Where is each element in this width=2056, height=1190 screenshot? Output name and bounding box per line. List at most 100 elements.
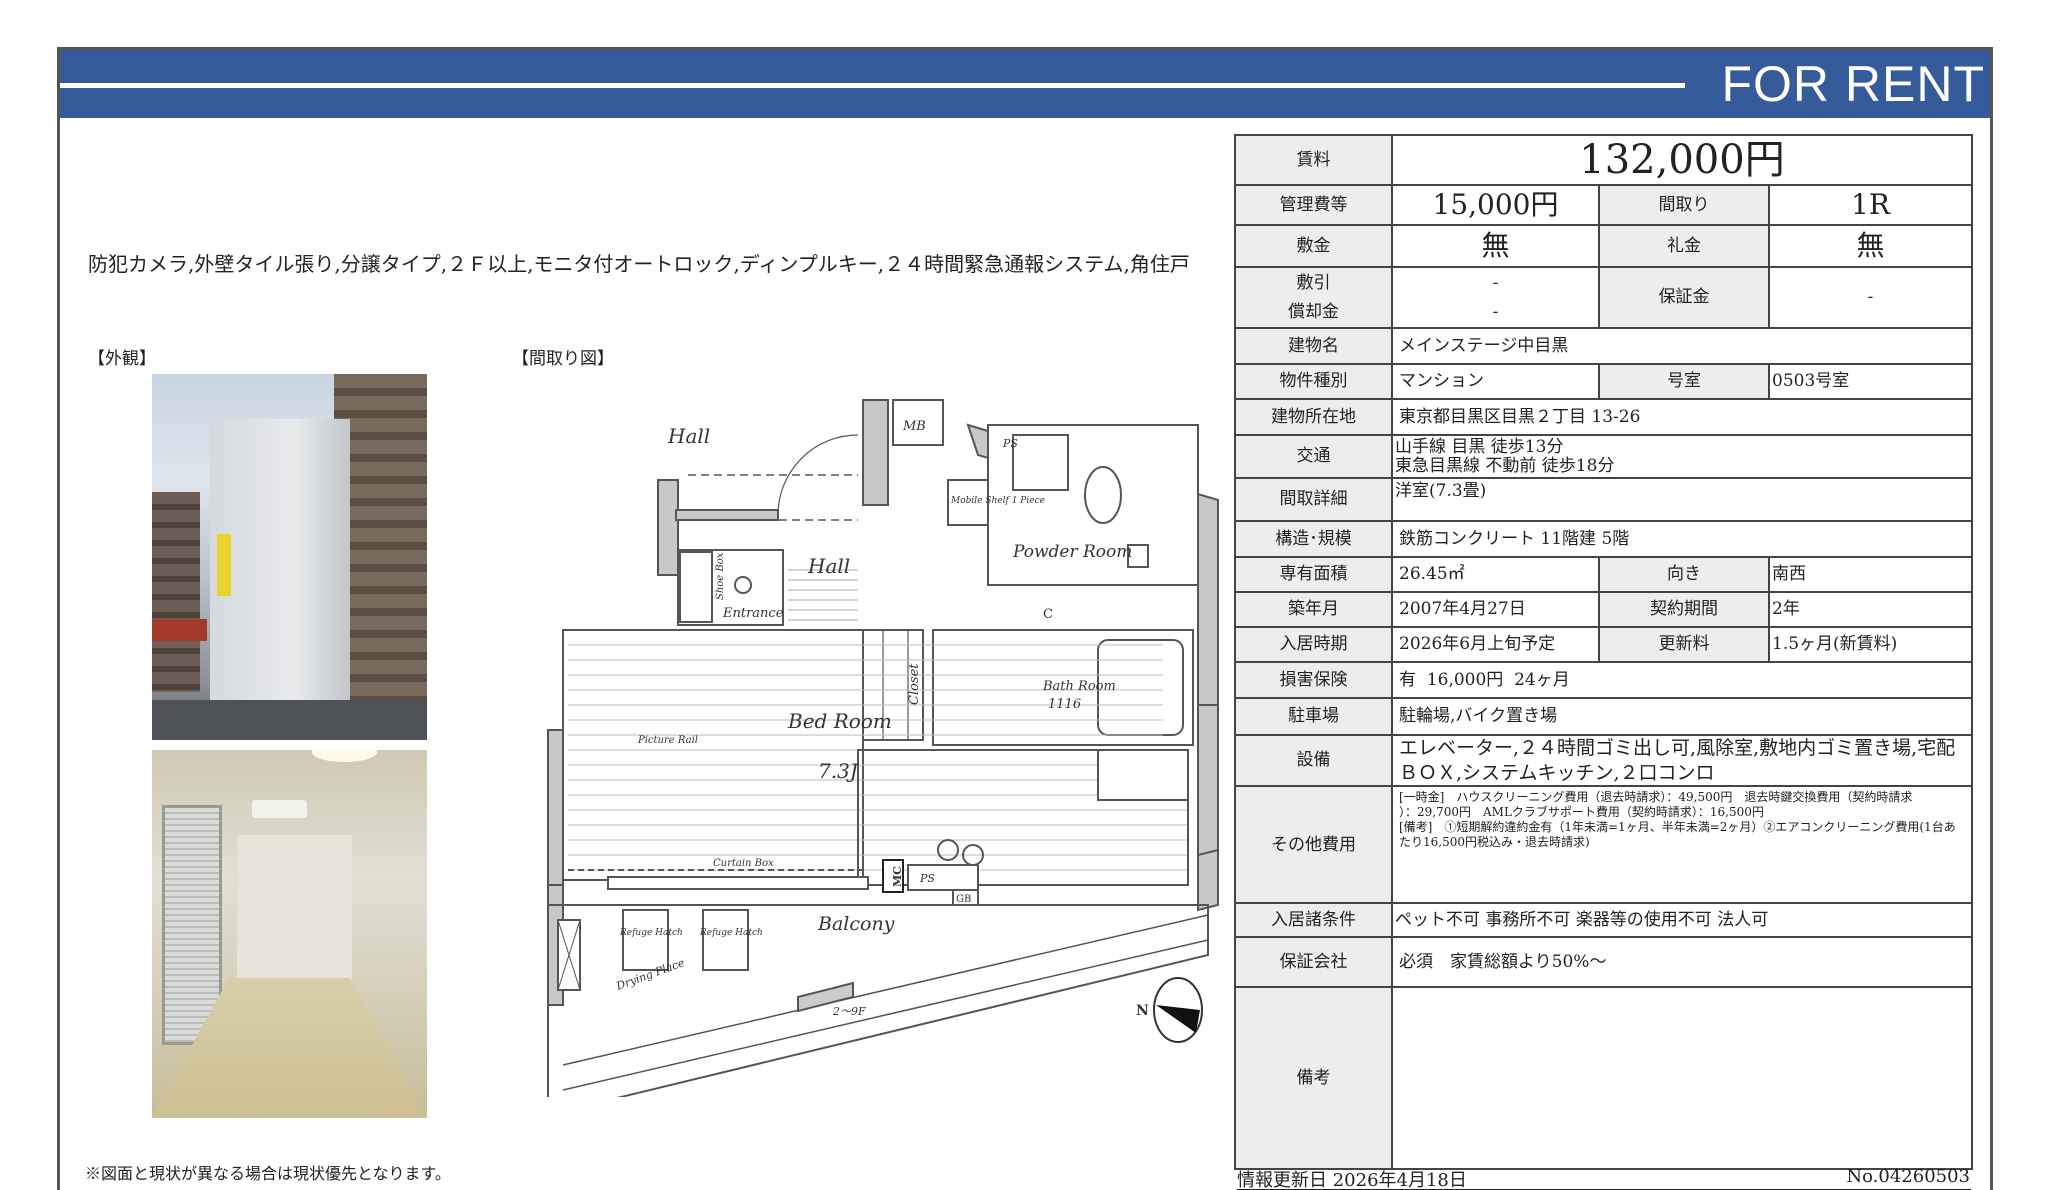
building-name-value: メインステージ中目黒	[1391, 327, 1973, 365]
row-property-type: 物件種別 マンション 号室 0503号室	[1234, 363, 1973, 400]
neighbor-building-left	[152, 492, 200, 692]
row-shikibiki: 敷引 償却金 - - 保証金 -	[1234, 266, 1973, 329]
built-value: 2007年4月27日	[1391, 591, 1600, 628]
for-rent-title: FOR RENT	[1721, 56, 1985, 112]
fp-floor-range: 2～9F	[832, 1005, 866, 1018]
fp-bath-size: 1116	[1048, 697, 1081, 712]
parking-label: 駐車場	[1234, 697, 1393, 736]
row-conditions: 入居諸条件 ペット不可 事務所不可 楽器等の使用不可 法人可	[1234, 902, 1973, 939]
room-no-label: 号室	[1598, 363, 1770, 400]
transport-line-1: 山手線 目黒 徒歩13分	[1395, 436, 1564, 457]
layout-label: 間取り	[1598, 184, 1770, 226]
row-layout-detail: 間取詳細 洋室(7.3畳)	[1234, 477, 1973, 522]
fp-bed-size: 7.3J	[818, 759, 859, 783]
fp-powder-room: Powder Room	[1012, 542, 1132, 562]
contract-period-value: 2年	[1768, 591, 1973, 628]
other-costs-line-4: たり16,500円税込み・退去時請求)	[1399, 835, 1590, 850]
row-area: 専有面積 26.45㎡ 向き 南西	[1234, 556, 1973, 593]
disclaimer-note: ※図面と現状が異なる場合は現状優先となります。	[85, 1164, 451, 1183]
features-line: 防犯カメラ,外壁タイル張り,分譲タイプ,２Ｆ以上,モニタ付オートロック,ディンプ…	[88, 252, 1190, 276]
equipment-label: 設備	[1234, 733, 1393, 788]
fp-entrance: Entrance	[722, 606, 784, 621]
management-fee-label: 管理費等	[1234, 184, 1393, 226]
guarantee-money-label: 保証金	[1598, 266, 1770, 329]
other-costs-line-3: [備考] ①短期解約違約金有（1年未満=1ヶ月、半年未満=2ヶ月）②エアコンクリ…	[1399, 820, 1956, 835]
row-structure: 構造･規模 鉄筋コンクリート 11階建 5階	[1234, 520, 1973, 558]
fp-mobile-shelf: Mobile Shelf 1 Piece	[950, 496, 1045, 506]
guarantor-label: 保証会社	[1234, 936, 1393, 989]
remarks-label: 備考	[1234, 986, 1393, 1171]
other-costs-line-2: ）：29,700円 AMLクラブサポート費用（契約時請求）：16,500円	[1399, 805, 1764, 820]
other-costs-line-1: [一時金] ハウスクリーニング費用（退去時請求）：49,500円 退去時鍵交換費…	[1399, 790, 1913, 805]
row-building-name: 建物名 メインステージ中目黒	[1234, 327, 1973, 365]
address-value: 東京都目黒区目黒２丁目 13-26	[1391, 398, 1973, 436]
management-fee-value: 15,000円	[1391, 184, 1600, 226]
structure-value: 鉄筋コンクリート 11階建 5階	[1391, 520, 1973, 558]
shikibiki-label: 敷引 償却金	[1234, 266, 1393, 329]
rent-label: 賃料	[1234, 134, 1393, 186]
renewal-fee-value: 1.5ヶ月(新賃料)	[1768, 626, 1973, 663]
fp-refuge-hatch-1: Refuge Hatch	[619, 928, 683, 938]
property-type-value: マンション	[1391, 363, 1600, 400]
header-stripe	[60, 83, 1685, 88]
fp-hall-outer: Hall	[667, 424, 710, 448]
shikibiki-value: - -	[1391, 266, 1600, 329]
area-label: 専有面積	[1234, 556, 1393, 593]
transport-label: 交通	[1234, 434, 1393, 479]
deposit-label: 敷金	[1234, 224, 1393, 268]
fp-refuge-hatch-2: Refuge Hatch	[699, 928, 763, 938]
row-equipment: 設備 エレベーター,２４時間ゴミ出し可,風除室,敷地内ゴミ置き場,宅配ＢＯＸ,シ…	[1234, 733, 1973, 788]
fp-bath-room: Bath Room	[1042, 679, 1116, 694]
structure-label: 構造･規模	[1234, 520, 1393, 558]
guarantor-value: 必須 家賃総額より50%～	[1391, 936, 1973, 989]
back-wall	[237, 835, 352, 980]
amortization-value-text: -	[1492, 301, 1499, 322]
property-type-label: 物件種別	[1234, 363, 1393, 400]
floorplan-drawing[interactable]: Hall Hall Closet Entrance Shoe Box MB PS…	[508, 385, 1235, 1097]
fp-picture-rail: Picture Rail	[637, 735, 698, 746]
layout-value: 1R	[1768, 184, 1973, 226]
key-money-label: 礼金	[1598, 224, 1770, 268]
address-label: 建物所在地	[1234, 398, 1393, 436]
updated-date: 情報更新日 2026年4月18日	[1237, 1170, 1467, 1190]
equipment-value: エレベーター,２４時間ゴミ出し可,風除室,敷地内ゴミ置き場,宅配ＢＯＸ,システム…	[1391, 733, 1973, 788]
conditions-value: ペット不可 事務所不可 楽器等の使用不可 法人可	[1391, 902, 1973, 939]
fp-ps-bottom: PS	[919, 872, 935, 885]
fp-ps-top: PS	[1002, 437, 1018, 450]
row-insurance: 損害保険 有 16,000円 24ヶ月	[1234, 661, 1973, 699]
row-transport: 交通 山手線 目黒 徒歩13分 東急目黒線 不動前 徒歩18分	[1234, 434, 1973, 479]
ceiling-light	[312, 750, 377, 762]
listing-number: No.04260503	[1846, 1166, 1970, 1187]
floorplan-label: 【間取り図】	[512, 349, 614, 369]
deposit-value: 無	[1391, 224, 1600, 268]
exterior-label: 【外観】	[88, 349, 156, 369]
row-address: 建物所在地 東京都目黒区目黒２丁目 13-26	[1234, 398, 1973, 436]
area-value: 26.45㎡	[1391, 556, 1600, 593]
shikibiki-label-text: 敷引	[1296, 273, 1331, 294]
other-costs-label: その他費用	[1234, 785, 1393, 905]
amortization-label-text: 償却金	[1288, 301, 1339, 322]
fp-gb: GB	[956, 894, 971, 905]
interior-photo[interactable]	[152, 750, 427, 1118]
fp-c-mark: C	[1043, 607, 1053, 622]
rent-value: 132,000円	[1391, 134, 1973, 186]
orientation-label: 向き	[1598, 556, 1770, 593]
fp-closet: Closet	[907, 663, 922, 705]
fp-hall-inner: Hall	[807, 554, 850, 578]
building-banner	[217, 534, 231, 596]
insurance-value: 有 16,000円 24ヶ月	[1391, 661, 1973, 699]
exterior-photo[interactable]	[152, 374, 427, 740]
other-costs-value: [一時金] ハウスクリーニング費用（退去時請求）：49,500円 退去時鍵交換費…	[1391, 785, 1973, 905]
road	[152, 700, 427, 740]
building-name-label: 建物名	[1234, 327, 1393, 365]
parking-value: 駐輪場,バイク置き場	[1391, 697, 1973, 736]
transport-line-2: 東急目黒線 不動前 徒歩18分	[1395, 455, 1615, 476]
shikibiki-value-text: -	[1492, 273, 1499, 294]
fp-bed-room: Bed Room	[787, 709, 892, 733]
fp-shoe-box: Shoe Box	[715, 552, 726, 600]
main-building	[210, 419, 350, 709]
compass-icon: N	[1136, 1003, 1149, 1019]
red-roof	[152, 619, 207, 641]
built-label: 築年月	[1234, 591, 1393, 628]
fp-curtain-box: Curtain Box	[713, 858, 774, 869]
